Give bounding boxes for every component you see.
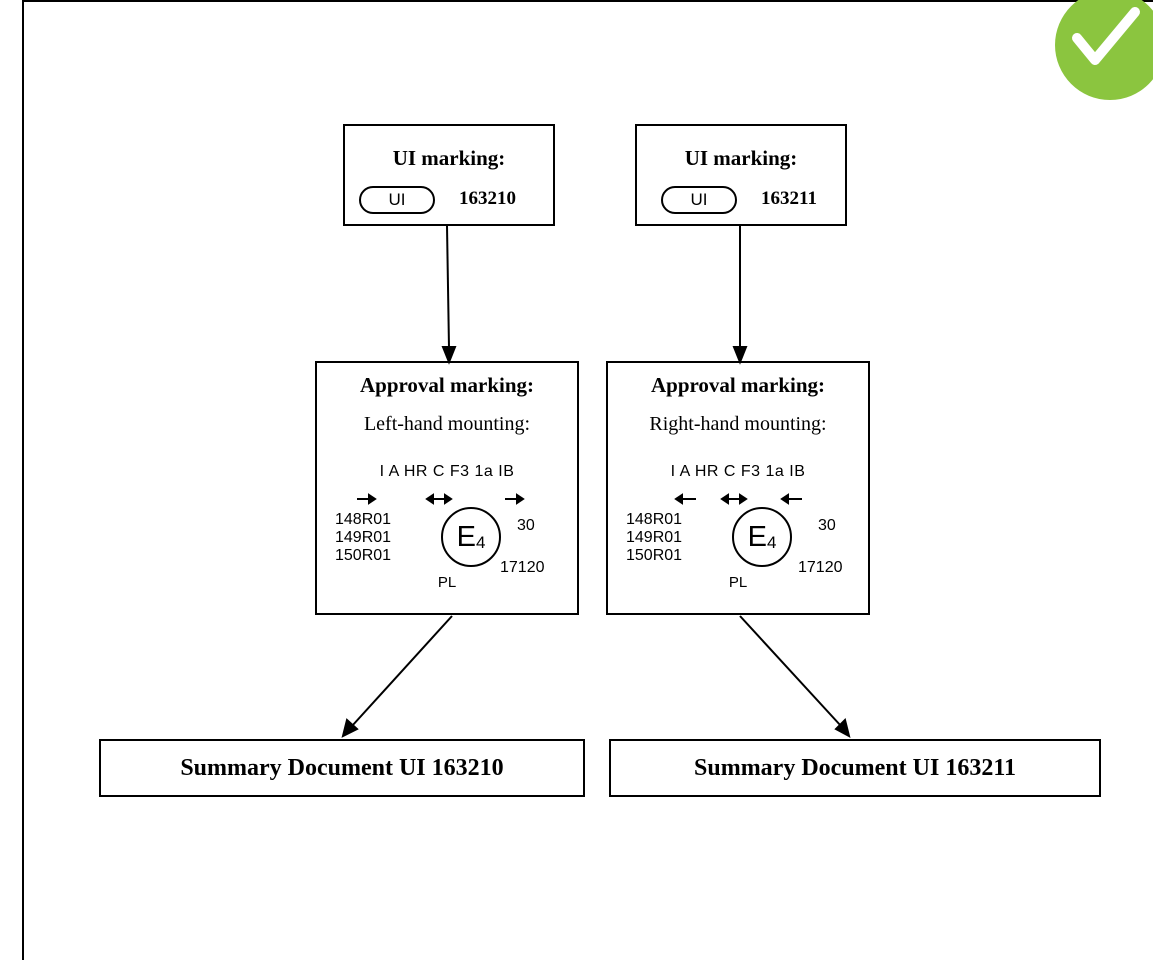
- right-ui-pill: UI: [661, 186, 737, 214]
- right-ui-number: 163211: [761, 188, 817, 209]
- right-approval-number-bottom: 17120: [798, 559, 843, 576]
- regulation-code: 150R01: [626, 547, 683, 564]
- e-mark-number: 4: [766, 533, 777, 552]
- right-country-code: PL: [728, 574, 748, 591]
- check-badge: [1055, 0, 1153, 100]
- left-e-mark-circle: E4: [441, 507, 501, 567]
- right-approval-number-top: 30: [818, 517, 836, 534]
- regulation-code: 148R01: [335, 511, 392, 528]
- left-approval-title: Approval marking:: [359, 373, 535, 397]
- arrow-head: [732, 346, 748, 365]
- arrow-head: [441, 346, 457, 365]
- right-e-mark-circle: E4: [732, 507, 792, 567]
- left-approval-number-bottom: 17120: [500, 559, 545, 576]
- left-regulation-list: 148R01 149R01 150R01: [335, 511, 391, 565]
- arrow-head: [834, 718, 851, 738]
- regulation-code: 150R01: [335, 547, 392, 564]
- left-country-code: PL: [437, 574, 457, 591]
- regulation-code: 148R01: [626, 511, 683, 528]
- arrow-line: [446, 225, 450, 349]
- left-approval-marking-box: Approval marking: Left-hand mounting: I …: [315, 361, 579, 615]
- right-approval-marking-box: Approval marking: Right-hand mounting: I…: [606, 361, 870, 615]
- checkmark-icon: [1055, 0, 1153, 100]
- left-ui-number: 163210: [459, 188, 516, 209]
- arrow-line: [351, 615, 453, 727]
- arrow-line: [739, 615, 842, 727]
- right-regulation-list: 148R01 149R01 150R01: [626, 511, 682, 565]
- left-mounting-label: Left-hand mounting:: [363, 413, 531, 435]
- left-summary-document-box: Summary Document UI 163210: [99, 739, 585, 797]
- right-ui-marking-box: UI marking: UI 163211: [635, 124, 847, 226]
- e-mark-letter: E: [456, 521, 476, 553]
- left-direction-arrows: [357, 493, 525, 505]
- left-approval-codes: I A HR C F3 1a IB: [379, 463, 515, 480]
- right-direction-arrows: [674, 493, 802, 505]
- right-approval-title: Approval marking:: [650, 373, 826, 397]
- regulation-code: 149R01: [626, 529, 683, 546]
- right-mounting-label: Right-hand mounting:: [649, 413, 827, 435]
- page-frame: [22, 0, 1153, 960]
- regulation-code: 149R01: [335, 529, 392, 546]
- right-ui-marking-title: UI marking:: [684, 146, 798, 170]
- connector-arrows: [341, 225, 851, 738]
- left-approval-number-top: 30: [517, 517, 535, 534]
- arrow-head: [341, 718, 359, 738]
- e-mark-number: 4: [475, 533, 486, 552]
- left-ui-marking-box: UI marking: UI 163210: [343, 124, 555, 226]
- right-approval-codes: I A HR C F3 1a IB: [670, 463, 806, 480]
- right-summary-document-box: Summary Document UI 163211: [609, 739, 1101, 797]
- left-ui-pill: UI: [359, 186, 435, 214]
- e-mark-letter: E: [747, 521, 767, 553]
- left-ui-marking-title: UI marking:: [392, 146, 506, 170]
